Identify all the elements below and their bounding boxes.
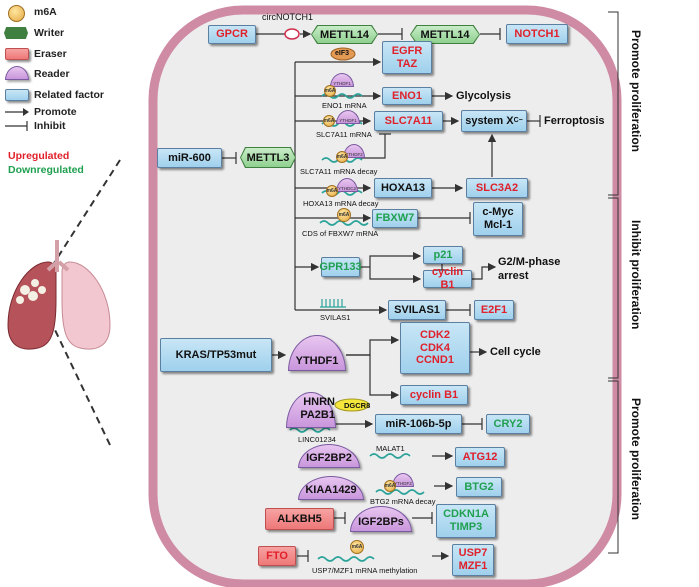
cdk4-label: CDK4 bbox=[420, 341, 450, 354]
cdk2-label: CDK2 bbox=[420, 329, 450, 342]
m6a-slc7a11-icon: m6A bbox=[323, 115, 335, 127]
slc7a11-box: SLC7A11 bbox=[374, 111, 443, 131]
btg2-decay-label: BTG2 mRNA decay bbox=[370, 497, 436, 506]
cyclinb1-box-b: cyclin B1 bbox=[400, 385, 468, 405]
glycolysis-label: Glycolysis bbox=[456, 90, 512, 102]
hoxa13-decay-label: HOXA13 mRNA decay bbox=[303, 199, 379, 208]
legend-related-label: Related factor bbox=[34, 89, 105, 101]
kras-tp53-box: KRAS/TP53mut bbox=[160, 338, 272, 372]
fto-eraser: FTO bbox=[258, 546, 296, 566]
cds-fbxw7-label: CDS of FBXW7 mRNA bbox=[302, 229, 379, 238]
hnrn-label: HNRN bbox=[303, 396, 335, 409]
dgcr8-label: DGCR8 bbox=[344, 401, 371, 410]
btg2-box: BTG2 bbox=[456, 477, 502, 497]
legend-reader-label: Reader bbox=[34, 68, 70, 80]
usp7-mzf1-box: USP7 MZF1 bbox=[452, 544, 494, 576]
legend-upregulated-label: Upregulated bbox=[8, 150, 70, 162]
timp3-label: TIMP3 bbox=[449, 521, 483, 533]
cry2-box: CRY2 bbox=[486, 414, 530, 434]
mettl14-writer-b: METTL14 bbox=[411, 26, 479, 43]
slc3a2-box: SLC3A2 bbox=[466, 178, 528, 198]
system-xc-sup: − bbox=[518, 116, 523, 124]
slc7a11-decay-label: SLC7A11 mRNA decay bbox=[300, 167, 378, 176]
system-xc-sub: C bbox=[513, 116, 519, 124]
linc01234-label: LINC01234 bbox=[298, 435, 336, 444]
related-legend-icon bbox=[5, 89, 29, 101]
ythdf1-mini-reader-2: YTHDF1 bbox=[336, 110, 360, 124]
eno1-mrna-label: ENO1 mRNA bbox=[322, 101, 367, 110]
side-label-inhibit: Inhibit proliferation bbox=[629, 220, 643, 330]
lung-icon bbox=[7, 240, 111, 350]
eraser-legend-icon bbox=[5, 48, 29, 60]
mettl3-writer: METTL3 bbox=[241, 148, 295, 167]
gpr133-box: GPR133 bbox=[319, 257, 362, 277]
dgcr8-blob bbox=[334, 398, 370, 412]
alkbh5-eraser: ALKBH5 bbox=[265, 508, 334, 530]
legend-m6a-label: m6A bbox=[34, 6, 57, 18]
ferroptosis-label: Ferroptosis bbox=[544, 115, 605, 127]
m6a-hoxa13-icon: m6A bbox=[326, 185, 338, 197]
circnotch1-ring bbox=[284, 28, 300, 40]
mzf1-label: MZF1 bbox=[458, 560, 488, 572]
svilas1-gene-label: SVILAS1 bbox=[320, 313, 351, 322]
mir600-box: miR-600 bbox=[157, 148, 222, 168]
taz-label: TAZ bbox=[396, 57, 418, 70]
m6a-btg2-icon: m6A bbox=[384, 480, 396, 492]
cell-cycle-label: Cell cycle bbox=[490, 346, 541, 358]
g2m-label: G2/M-phase bbox=[498, 256, 561, 268]
cdkn1a-label: CDKN1A bbox=[443, 508, 489, 521]
m6a-legend-icon bbox=[8, 5, 25, 22]
legend-promote-label: Promote bbox=[34, 106, 77, 118]
atg12-box: ATG12 bbox=[455, 447, 505, 467]
eno1-box: ENO1 bbox=[382, 87, 432, 105]
gpcr-box: GPCR bbox=[208, 25, 256, 44]
promote-inhibit-legend-icons bbox=[5, 108, 29, 131]
pa2b1-label: PA2B1 bbox=[300, 408, 335, 421]
legend-downregulated-label: Downregulated bbox=[8, 164, 84, 176]
cdk-ccnd1-box: CDK2 CDK4 CCND1 bbox=[400, 322, 470, 374]
side-label-promote-bottom: Promote proliferation bbox=[629, 398, 643, 521]
p21-box: p21 bbox=[423, 246, 463, 264]
malat1-label: MALAT1 bbox=[376, 444, 405, 453]
cmyc-label: c-Myc bbox=[482, 206, 514, 219]
writer-legend-icon bbox=[4, 27, 28, 39]
m6a-fbxw7-icon: m6A bbox=[337, 208, 351, 222]
legend-writer-label: Writer bbox=[34, 27, 65, 39]
ccnd1-label: CCND1 bbox=[416, 354, 454, 367]
cmyc-mcl1-box: c-Myc Mcl-1 bbox=[473, 202, 523, 236]
side-label-promote-top: Promote proliferation bbox=[629, 30, 643, 153]
mcl1-label: Mcl-1 bbox=[483, 219, 513, 231]
m6a-usp7-icon: m6A bbox=[350, 540, 364, 554]
legend-eraser-label: Eraser bbox=[34, 48, 67, 60]
legend-inhibit-label: Inhibit bbox=[34, 120, 66, 132]
arrest-label: arrest bbox=[498, 270, 529, 282]
cdkn1a-timp3-box: CDKN1A TIMP3 bbox=[436, 504, 496, 538]
slc7a11-mrna-label: SLC7A11 mRNA bbox=[316, 130, 372, 139]
usp7-methylation-label: USP7/MZF1 mRNA methylation bbox=[312, 566, 418, 575]
svilas1-box: SVILAS1 bbox=[388, 300, 446, 320]
ythdc2-mini-reader: YTHDC2 bbox=[336, 178, 358, 192]
e2f1-box: E2F1 bbox=[474, 300, 514, 320]
m6a-decay-icon: m6A bbox=[336, 151, 348, 163]
eif3-label: eIF3 bbox=[335, 50, 350, 57]
system-xc-label: system X bbox=[465, 114, 514, 127]
cyclinb1-box-a: cyclin B1 bbox=[423, 266, 472, 291]
egfr-label: EGFR bbox=[391, 44, 423, 57]
mir106b-box: miR-106b-5p bbox=[375, 414, 462, 434]
fbxw7-box: FBXW7 bbox=[372, 209, 418, 228]
m6a-eno1-icon: m6A bbox=[324, 85, 336, 97]
mettl14-writer-a: METTL14 bbox=[312, 26, 377, 43]
circnotch1-label: circNOTCH1 bbox=[262, 12, 313, 22]
usp7-label: USP7 bbox=[458, 547, 488, 560]
notch1-box: NOTCH1 bbox=[506, 24, 568, 44]
egfr-taz-box: EGFR TAZ bbox=[382, 41, 432, 74]
hoxa13-box: HOXA13 bbox=[374, 178, 432, 198]
